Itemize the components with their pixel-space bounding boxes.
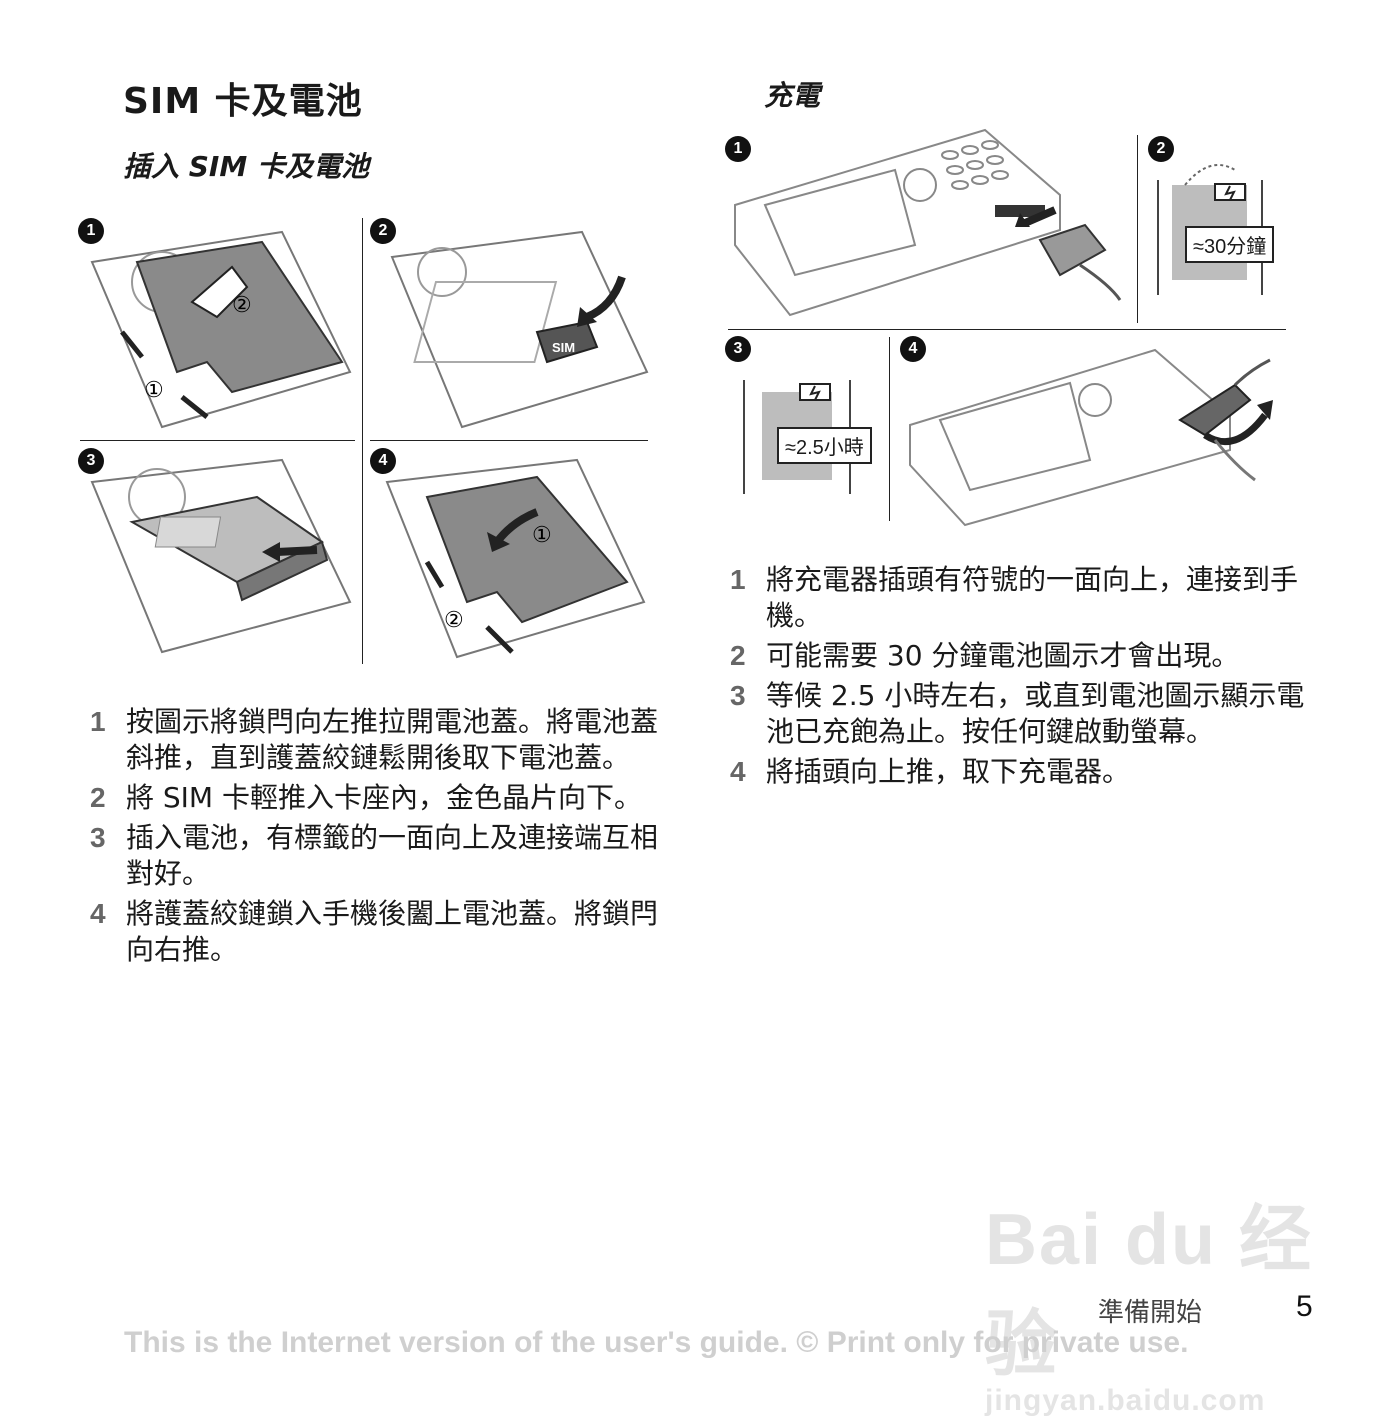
grid-divider-vertical xyxy=(362,218,363,664)
charge-divider-vertical-bottom xyxy=(889,337,890,521)
callout-one-close: ① xyxy=(532,522,552,547)
charging-title: 充電 xyxy=(764,79,821,112)
charge-divider-horizontal xyxy=(728,329,1286,330)
callout-one: ① xyxy=(144,377,164,402)
section-subtitle: 插入 SIM 卡及電池 xyxy=(123,150,369,183)
label-30-min: ≈30分鐘 xyxy=(1185,226,1275,263)
illustration-connect-charger xyxy=(734,128,1122,317)
page-number: 5 xyxy=(1296,1290,1313,1323)
internet-version-note: This is the Internet version of the user… xyxy=(124,1326,1189,1359)
step-marker-2: 2 xyxy=(370,218,396,244)
grid-divider-horizontal-left xyxy=(80,440,355,441)
charge-marker-3: 3 xyxy=(725,336,751,362)
watermark-main: Bai du 经验 xyxy=(985,1200,1314,1385)
charge-marker-2: 2 xyxy=(1148,136,1174,162)
sim-label: SIM xyxy=(552,340,575,355)
charge-divider-vertical-top xyxy=(1137,135,1138,323)
label-2-5-hours: ≈2.5小時 xyxy=(777,427,872,464)
illustration-close-cover: ① ② xyxy=(385,458,646,659)
step-marker-3: 3 xyxy=(78,448,104,474)
callout-two: ② xyxy=(232,292,252,317)
watermark-sub: jingyan.baidu.com xyxy=(985,1384,1266,1417)
grid-divider-horizontal-right xyxy=(370,440,648,441)
step-marker-4: 4 xyxy=(370,448,396,474)
section-title: SIM 卡及電池 xyxy=(123,81,363,122)
illustration-remove-charger xyxy=(909,348,1273,527)
section-footer: 準備開始 xyxy=(1098,1298,1203,1328)
charge-marker-1: 1 xyxy=(725,136,751,162)
illustration-wait-battery-icon xyxy=(1157,164,1263,295)
illustration-remove-cover: ② ① xyxy=(90,230,352,429)
callout-two-close: ② xyxy=(444,607,464,632)
illustration-insert-sim: SIM xyxy=(390,230,649,429)
charge-marker-4: 4 xyxy=(900,336,926,362)
illustration-insert-battery xyxy=(90,458,352,654)
step-marker-1: 1 xyxy=(78,218,104,244)
